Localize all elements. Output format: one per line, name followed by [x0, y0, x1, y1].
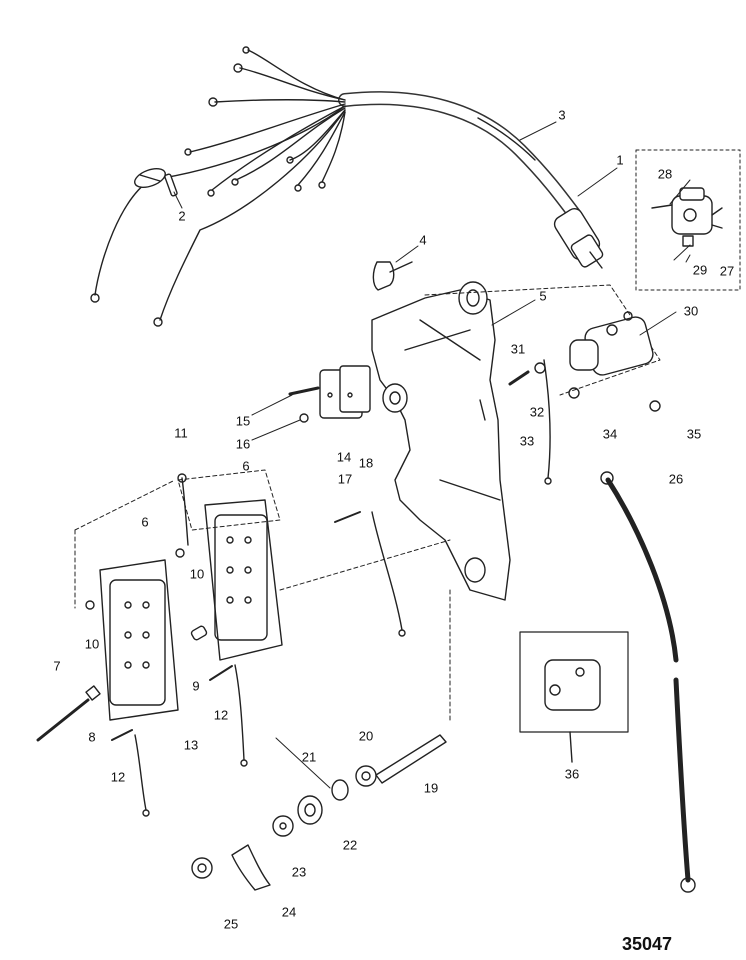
callout-label: 20	[358, 728, 374, 744]
clamp	[372, 261, 413, 291]
callout-label: 8	[88, 729, 96, 745]
callout-label: 9	[192, 678, 200, 694]
wire-tie	[477, 117, 536, 161]
diagram-id: 35047	[622, 934, 673, 954]
wiring-harness	[90, 46, 604, 327]
callout-label: 15	[235, 413, 251, 429]
callout-label: 16	[235, 436, 251, 452]
ground-leads	[134, 473, 406, 817]
switch-box	[288, 365, 371, 423]
fasteners	[36, 511, 361, 742]
callout-label: 13	[183, 737, 199, 753]
callout-label: 26	[668, 471, 684, 487]
callout-label: 10	[84, 636, 100, 652]
callout-label: 23	[291, 864, 307, 880]
leader-lines	[173, 121, 691, 789]
callout-label: 24	[281, 904, 297, 920]
callout-label: 10	[189, 566, 205, 582]
regulator-upper	[177, 469, 283, 661]
callout-label: 6	[242, 458, 250, 474]
callout-label: 2	[178, 208, 186, 224]
battery-cable	[600, 471, 696, 893]
callout-label: 30	[683, 303, 699, 319]
callout-label: 31	[510, 341, 526, 357]
callout-label: 34	[602, 426, 618, 442]
callout-label: 29	[692, 262, 708, 278]
callout-label: 12	[213, 707, 229, 723]
callout-label: 1	[616, 152, 624, 168]
callout-label: 35	[686, 426, 702, 442]
callout-label: 17	[337, 471, 353, 487]
callout-label: 32	[529, 404, 545, 420]
callout-label: 11	[174, 425, 188, 441]
callout-label: 27	[719, 263, 735, 279]
callout-label: 18	[358, 455, 374, 471]
callout-label: 5	[539, 288, 547, 304]
callout-label: 14	[336, 449, 352, 465]
solenoid-30	[424, 284, 661, 396]
starter-solenoid-detail	[635, 149, 741, 291]
detail-36	[519, 631, 629, 763]
callout-label: 7	[53, 658, 61, 674]
callout-label: 6	[141, 514, 149, 530]
callout-label: 22	[342, 837, 358, 853]
callout-label: 25	[223, 916, 239, 932]
callout-label: 21	[301, 749, 317, 765]
clip-and-nut	[191, 844, 271, 891]
callout-label: 4	[419, 232, 427, 248]
bolt-and-bushings	[272, 589, 451, 837]
callout-label: 36	[564, 766, 580, 782]
fuse	[164, 173, 178, 197]
solenoid-hardware	[508, 359, 661, 485]
callout-label: 28	[657, 166, 673, 182]
regulator-lower	[99, 559, 179, 721]
assembly-guide-lines	[74, 479, 451, 609]
callout-label: 19	[423, 780, 439, 796]
callout-label: 33	[519, 433, 535, 449]
callout-label: 12	[110, 769, 126, 785]
callout-label: 3	[558, 107, 566, 123]
mounting-bracket	[371, 281, 511, 601]
